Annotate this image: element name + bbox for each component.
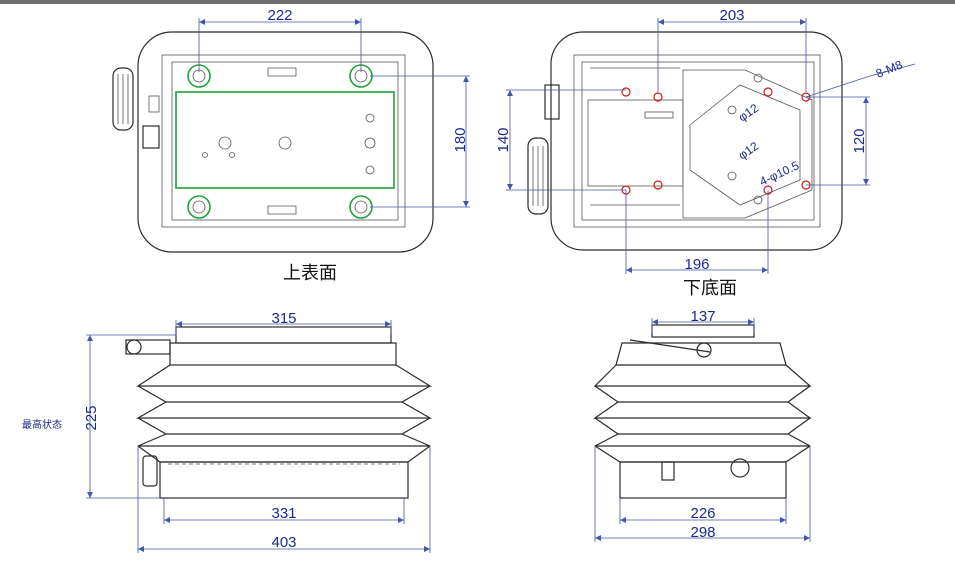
front-view-bellows-3: [137, 433, 431, 447]
top-view-plate: [171, 61, 399, 221]
side-view: 137 226 298: [593, 308, 812, 542]
top-view-valve: [142, 125, 160, 149]
bottom-view: 203 140 120 196 8-M8 φ12 φ12 4-φ10.5: [495, 7, 916, 274]
top-view-caption: 上表面: [283, 263, 337, 284]
bottom-view-valve: [544, 84, 560, 120]
label-hole-12a: φ12: [736, 101, 762, 125]
dim-bottom-top-width: 203: [719, 7, 744, 24]
max-state-note: 最高状态: [22, 418, 62, 431]
dim-front-base-width: 331: [271, 505, 296, 522]
front-view-knob: [142, 455, 158, 487]
dim-side-top-width: 137: [690, 308, 715, 325]
dim-front-overall-width: 403: [271, 534, 296, 551]
dim-front-height: 225: [83, 405, 100, 430]
front-view-base: [159, 461, 409, 499]
top-view-inner-frame: [161, 54, 406, 228]
label-hole-12b: φ12: [736, 139, 762, 163]
bottom-view-outer-body: [550, 31, 843, 251]
top-view-outer-body: [137, 31, 434, 253]
dim-bottom-bottom-width: 196: [684, 256, 709, 273]
dim-top-width: 222: [267, 7, 292, 24]
window-top-border: [0, 0, 955, 4]
bottom-view-caption: 下底面: [683, 278, 737, 299]
label-hole-105: 4-φ10.5: [757, 158, 801, 188]
bottom-view-handle: [527, 137, 549, 215]
side-view-bellows-2: [593, 401, 812, 419]
side-view-knob: [730, 458, 750, 478]
label-8-m8: 8-M8: [874, 57, 905, 80]
top-view-mount-plate: [175, 91, 395, 189]
top-view: 222 180: [112, 7, 470, 253]
dim-top-height: 180: [452, 127, 469, 152]
side-view-lever-pivot: [696, 342, 712, 358]
side-view-bellows-1: [593, 364, 812, 387]
front-view-bellows-2: [135, 401, 433, 419]
mount-hole-bottom-left: [187, 195, 211, 219]
dim-bottom-right-height: 120: [851, 128, 868, 153]
dim-front-top-width: 315: [271, 310, 296, 327]
side-view-bellows-3: [594, 433, 811, 447]
dim-bottom-left-height: 140: [495, 127, 512, 152]
front-view-side-handle: [125, 339, 171, 355]
top-view-handle: [112, 67, 134, 131]
side-view-top-cap: [651, 324, 755, 338]
side-view-base: [619, 461, 787, 499]
bottom-view-frame: [682, 69, 813, 219]
mount-hole-bottom-right: [349, 195, 373, 219]
dim-side-overall-width: 298: [690, 524, 715, 541]
front-view-top-cap: [175, 326, 392, 344]
front-view-bellows-1: [135, 364, 433, 387]
front-view: 315 225 最高状态 331 403: [22, 310, 433, 553]
dim-side-base-width: 226: [690, 505, 715, 522]
